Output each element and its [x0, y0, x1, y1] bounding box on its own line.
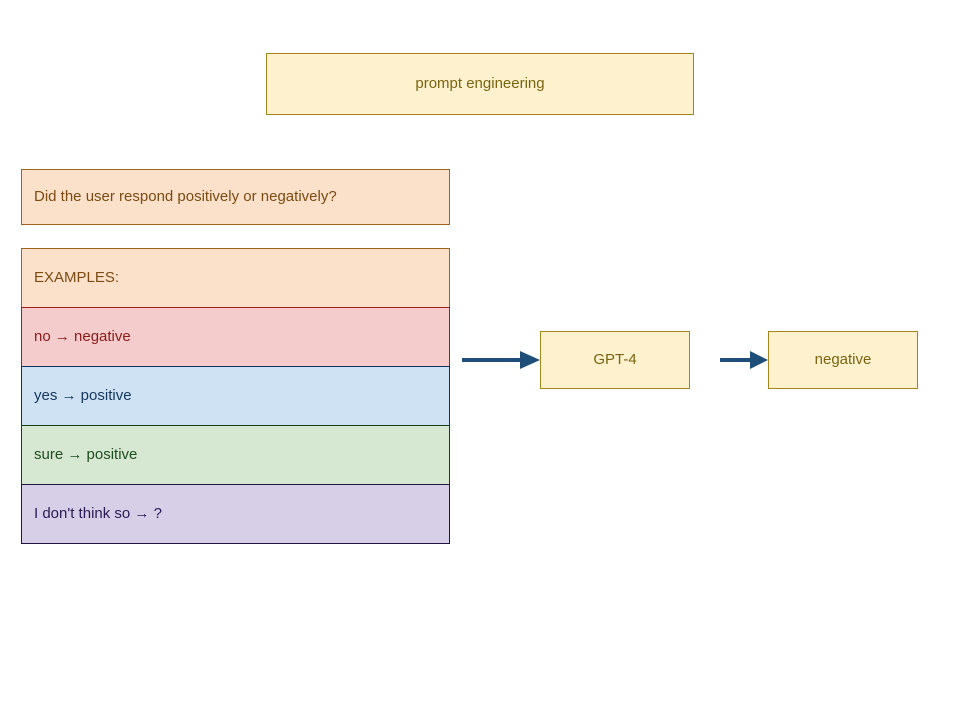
- example-row-sure-positive: sure → positive: [21, 425, 450, 485]
- model-box: GPT-4: [540, 331, 690, 389]
- title-label: prompt engineering: [415, 75, 545, 92]
- example-row-query: I don't think so → ?: [21, 484, 450, 544]
- example-label: sure → positive: [34, 446, 138, 463]
- prompt-instruction-label: Did the user respond positively or negat…: [34, 188, 337, 205]
- examples-header-label: EXAMPLES:: [34, 269, 120, 286]
- output-box: negative: [768, 331, 918, 389]
- example-label: no → negative: [34, 328, 131, 345]
- model-label: GPT-4: [593, 351, 637, 368]
- title-box: prompt engineering: [266, 53, 694, 115]
- examples-header-box: EXAMPLES:: [21, 248, 450, 308]
- example-label: yes → positive: [34, 387, 132, 404]
- prompt-instruction-box: Did the user respond positively or negat…: [21, 169, 450, 225]
- example-row-yes-positive: yes → positive: [21, 366, 450, 426]
- examples-stack: EXAMPLES: no → negative yes → positive s…: [21, 248, 450, 544]
- output-label: negative: [814, 351, 872, 368]
- arrow-model-to-output: [720, 351, 768, 369]
- example-label: I don't think so → ?: [34, 505, 162, 522]
- arrow-prompt-to-model: [462, 351, 540, 369]
- example-row-negative: no → negative: [21, 307, 450, 367]
